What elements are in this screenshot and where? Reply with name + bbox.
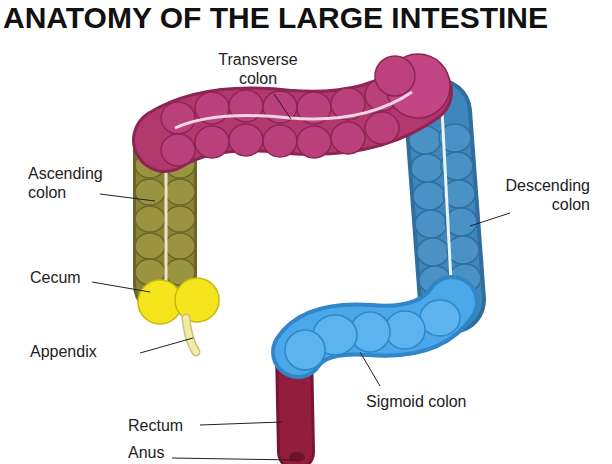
part-label: Transverse colon: [208, 50, 308, 88]
part-label: Appendix: [30, 342, 130, 361]
diagram-title: ANATOMY OF THE LARGE INTESTINE: [3, 1, 548, 35]
part-label: Descending colon: [486, 176, 590, 214]
part-label: Anus: [128, 443, 188, 462]
part-label: Ascending colon: [28, 164, 118, 202]
part-label: Rectum: [128, 416, 208, 435]
part-label: Sigmoid colon: [366, 392, 496, 411]
part-label: Cecum: [30, 268, 100, 287]
